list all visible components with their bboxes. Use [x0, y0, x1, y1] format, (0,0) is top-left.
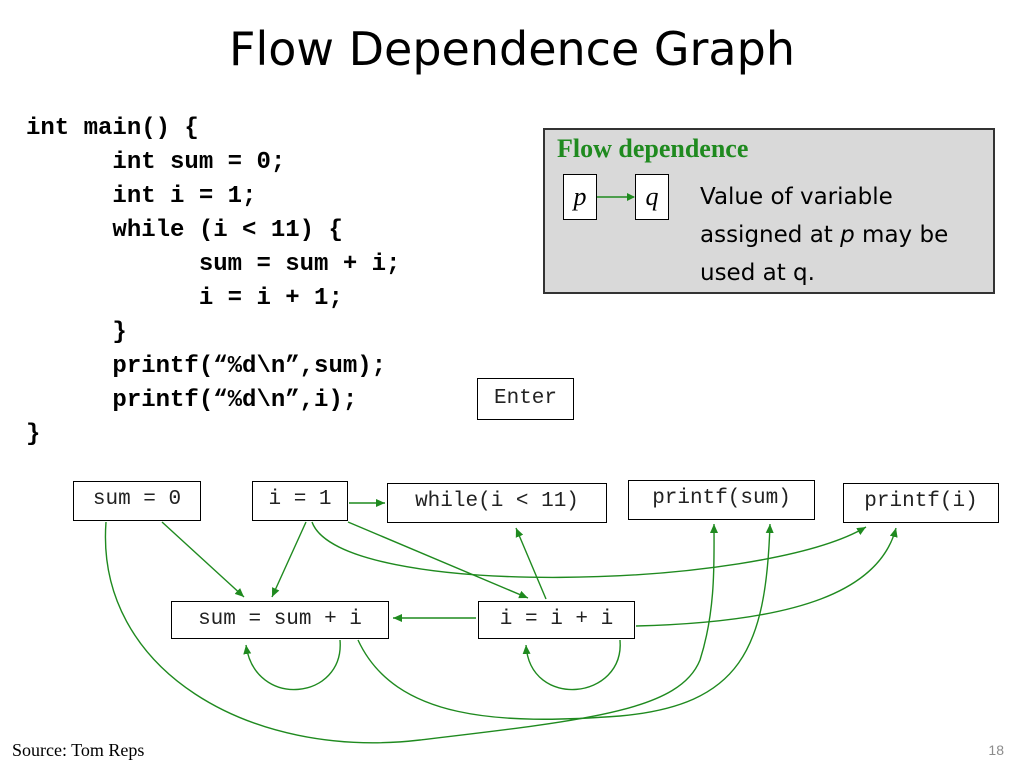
node-sum-init: sum = 0	[73, 481, 201, 521]
edge-sum-init-to-sum-update	[161, 521, 245, 598]
source-credit: Source: Tom Reps	[12, 740, 145, 760]
node-while: while(i < 11)	[387, 483, 607, 523]
code-listing: int main() { int sum = 0; int i = 1; whi…	[26, 112, 400, 452]
edge-i-init-to-printf-i	[311, 521, 867, 579]
code-line: printf(“%d\n”,i);	[26, 387, 358, 414]
edge-i-init-to-i-update	[347, 521, 529, 599]
node-printf-i: printf(i)	[843, 483, 999, 523]
legend-title: Flow dependence	[557, 134, 749, 163]
legend-description: Value of variable assigned at p may be u…	[700, 184, 949, 286]
code-line: int main() {	[26, 115, 199, 142]
edge-sum-update-to-printf-sum	[357, 523, 774, 720]
legend-arrow	[597, 193, 635, 201]
edge-i-update-to-while	[515, 527, 547, 600]
slide-title: Flow Dependence Graph	[229, 22, 795, 76]
code-line: }	[26, 421, 41, 448]
edge-sum-init-to-printf-sum	[104, 521, 719, 744]
code-line: int sum = 0;	[26, 149, 286, 176]
code-line: sum = sum + i;	[26, 251, 401, 278]
edge-i-init-to-sum-update	[271, 521, 307, 598]
node-printf-sum: printf(sum)	[628, 480, 815, 520]
edge-sum-update-self-loop	[243, 639, 341, 691]
edge-i-update-to-printf-i	[635, 527, 898, 627]
node-sum-update: sum = sum + i	[171, 601, 389, 639]
node-i-init: i = 1	[252, 481, 348, 521]
legend-box: Flow dependence p q Value of variable as…	[543, 128, 995, 294]
edge-i-update-self-loop	[522, 639, 621, 691]
code-line: printf(“%d\n”,sum);	[26, 353, 387, 380]
node-i-update: i = i + i	[478, 601, 635, 639]
page-number: 18	[988, 742, 1004, 758]
code-line: i = i + 1;	[26, 285, 343, 312]
legend-node-p: p	[563, 174, 597, 220]
code-line: int i = 1;	[26, 183, 257, 210]
node-enter: Enter	[477, 378, 574, 420]
code-line: while (i < 11) {	[26, 217, 343, 244]
code-line: }	[26, 319, 127, 346]
legend-node-q: q	[635, 174, 669, 220]
